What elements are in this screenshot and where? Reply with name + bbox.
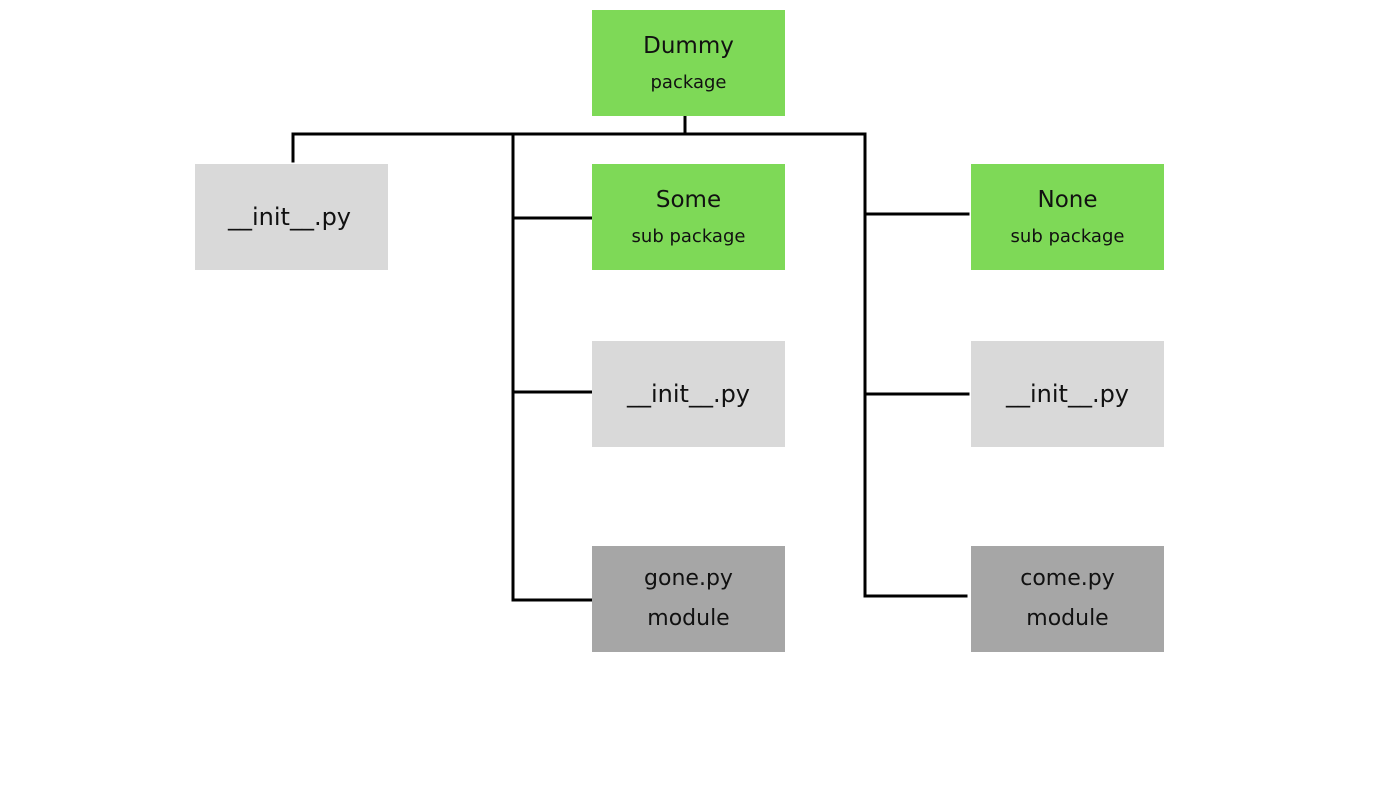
module-node-come: come.py module — [971, 546, 1164, 652]
node-title: __init__.py — [626, 380, 751, 408]
subpackage-node-some: Some sub package — [592, 164, 785, 270]
init-file-node-root: __init__.py — [195, 164, 388, 270]
node-subtitle: sub package — [631, 226, 746, 247]
node-title: __init__.py — [1005, 380, 1130, 408]
node-subtitle: module — [1026, 606, 1109, 631]
init-file-node-none: __init__.py — [971, 341, 1164, 447]
node-title: Dummy — [643, 33, 734, 59]
node-subtitle: sub package — [1010, 226, 1125, 247]
subpackage-node-none: None sub package — [971, 164, 1164, 270]
node-subtitle: package — [650, 72, 727, 93]
node-subtitle: module — [647, 606, 730, 631]
module-node-gone: gone.py module — [592, 546, 785, 652]
node-title: gone.py — [644, 566, 733, 591]
package-node-dummy: Dummy package — [592, 10, 785, 116]
node-title: None — [1037, 187, 1098, 213]
node-title: __init__.py — [227, 203, 352, 231]
init-file-node-some: __init__.py — [592, 341, 785, 447]
node-title: Some — [655, 187, 722, 213]
node-title: come.py — [1020, 566, 1115, 591]
